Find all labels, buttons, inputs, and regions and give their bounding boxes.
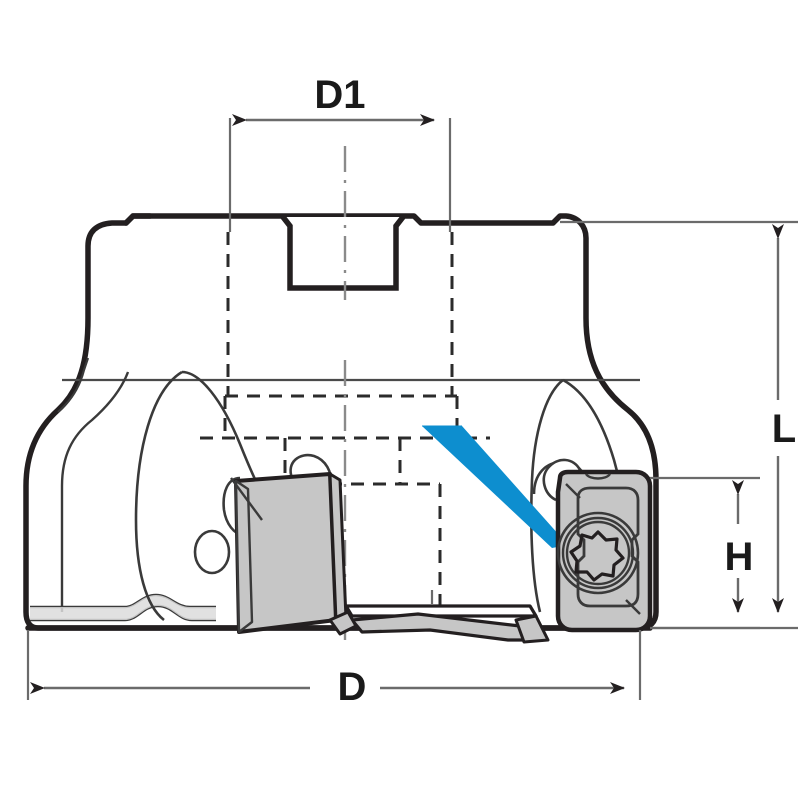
coolant-channel <box>422 426 568 548</box>
h-label: H <box>725 535 754 579</box>
cutting-edge-tip <box>514 614 550 644</box>
left-flute-pocket <box>60 371 130 612</box>
insert-right-inner-relief <box>576 486 640 608</box>
torx-screw-icon <box>569 530 625 582</box>
dimension-d1: D1 <box>228 73 452 232</box>
screw-seat-inner-circle <box>565 520 631 586</box>
cutting-edge-nose <box>328 610 358 636</box>
insert-left-group <box>222 453 348 634</box>
insert-right-top-notch <box>585 473 611 480</box>
d1-label: D1 <box>314 73 365 117</box>
body-top-left-step <box>123 213 153 226</box>
insert-left-bevel <box>234 479 254 634</box>
dimension-h: H <box>650 476 760 630</box>
insert-right-corner-tick-br <box>625 599 641 615</box>
dimension-d: D <box>26 630 642 709</box>
insert-left-edge-line <box>230 477 263 521</box>
center-counterbore <box>280 215 406 291</box>
insert-right-corner-tick-tl <box>565 483 581 499</box>
cutting-edge-top-plate <box>344 604 538 618</box>
l-label: L <box>772 407 796 451</box>
cutter-body-outline <box>23 213 659 631</box>
screw-seat-mid-circle <box>561 516 635 590</box>
cutter-body-group <box>23 213 659 631</box>
left-flute-lobe <box>134 370 183 622</box>
flute-wall-left <box>57 357 90 413</box>
bottom-left-chamfer-fill <box>30 595 216 620</box>
d-label: D <box>338 665 367 709</box>
right-flute-lobe <box>529 378 564 613</box>
coolant-channel-group <box>422 425 568 548</box>
bottom-cutting-edge-detail <box>328 590 550 644</box>
left-coolant-hole <box>193 529 231 575</box>
screw-seat-outer-circle <box>556 511 640 595</box>
insert-right-group <box>542 458 653 633</box>
